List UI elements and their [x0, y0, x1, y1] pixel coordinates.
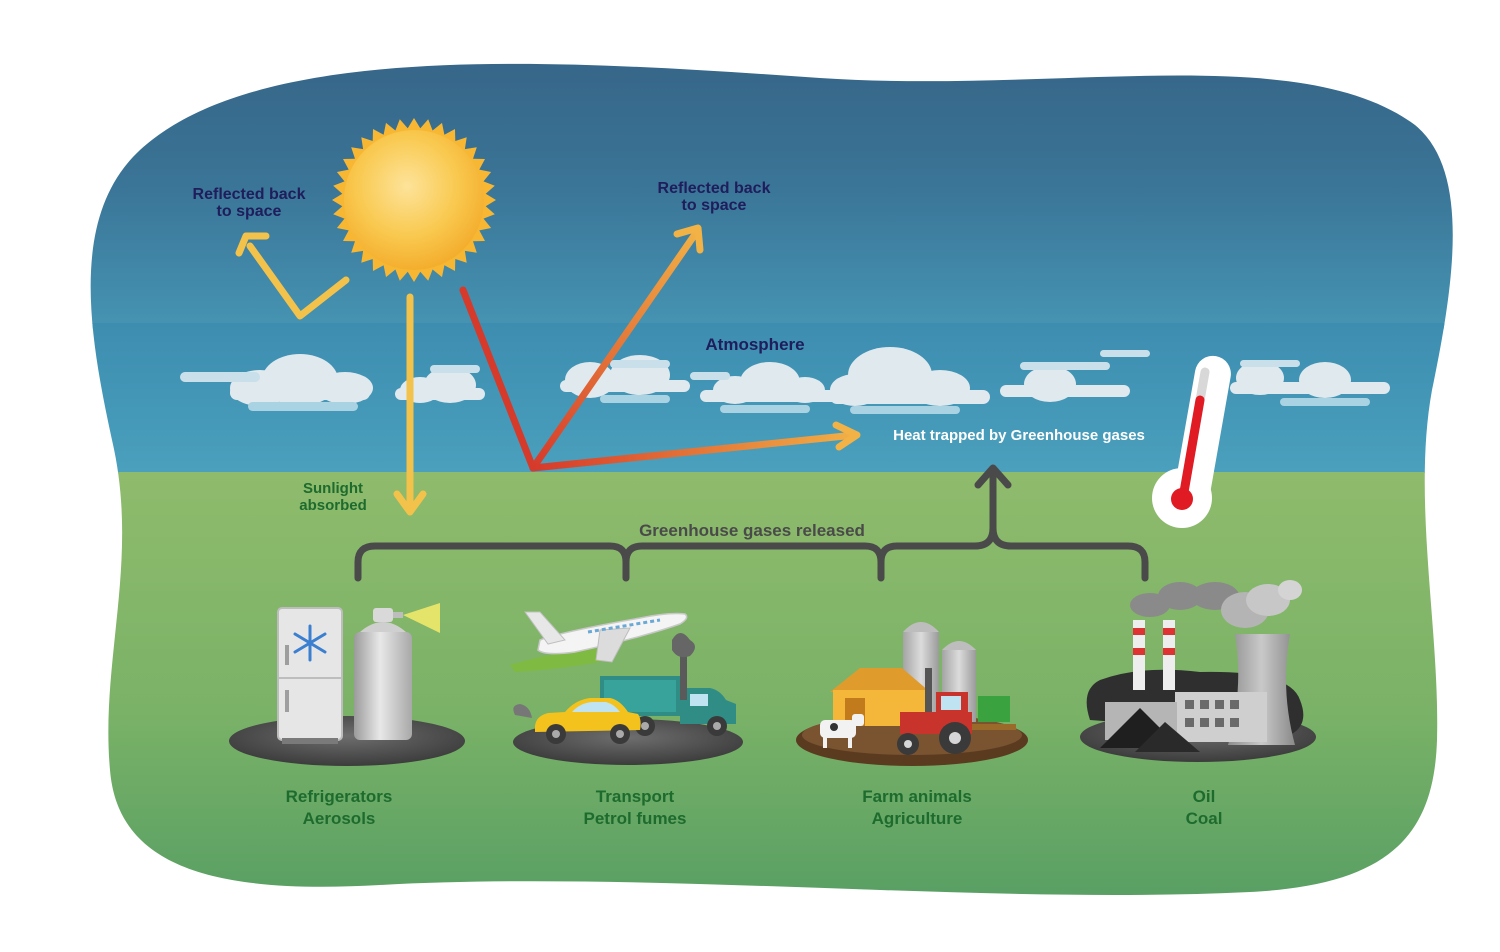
reflected-arrow-left	[235, 232, 350, 320]
reflected-left-label-line1: Reflected back	[193, 186, 306, 203]
sky	[90, 63, 1453, 330]
source-label-line1: Oil	[1193, 787, 1216, 806]
reflected-left-label-line2: to space	[217, 203, 282, 220]
car-icon	[513, 698, 641, 744]
heat-trapped-arrow	[529, 421, 861, 472]
sunlight-absorbed-arrow	[393, 293, 427, 516]
cloud-icon	[1230, 360, 1390, 406]
sun-icon	[332, 118, 496, 282]
sunlight-label-line1: Sunlight	[303, 480, 363, 497]
source-label-line2: Aerosols	[303, 809, 376, 828]
atmosphere-label: Atmosphere	[705, 335, 804, 354]
heat-trapped-label: Heat trapped by Greenhouse gases	[893, 427, 1145, 444]
reflected-arrow-right	[459, 224, 704, 472]
cloud-icon	[830, 347, 990, 414]
greenhouse-gases-bracket	[354, 464, 1149, 582]
cloud-icon	[690, 362, 840, 413]
power-plant-icon	[1080, 580, 1316, 762]
ghg-released-label: Greenhouse gases released	[639, 521, 865, 540]
source-label-line1: Transport	[596, 787, 675, 806]
source-label-line2: Coal	[1186, 809, 1223, 828]
source-label-line2: Petrol fumes	[584, 809, 687, 828]
source-label-line2: Agriculture	[872, 809, 963, 828]
fridge-aerosol-icon	[229, 603, 465, 766]
reflected-right-label-line1: Reflected back	[658, 180, 771, 197]
cow-icon	[820, 714, 864, 748]
sunlight-label-line2: absorbed	[299, 497, 367, 514]
tractor-icon	[897, 668, 1016, 755]
thermometer-icon	[1152, 355, 1231, 528]
source-label-line1: Refrigerators	[286, 787, 393, 806]
smoke-icon	[1130, 580, 1302, 628]
truck-icon	[600, 633, 736, 736]
airplane-icon	[524, 611, 688, 663]
snowflake-icon	[293, 624, 327, 662]
reflected-right-label-line2: to space	[682, 197, 747, 214]
farm-icon	[796, 622, 1028, 766]
cloud-icon	[1000, 350, 1150, 402]
source-label-line1: Farm animals	[862, 787, 972, 806]
transport-icon	[510, 611, 743, 765]
cloud-icon	[180, 354, 373, 411]
